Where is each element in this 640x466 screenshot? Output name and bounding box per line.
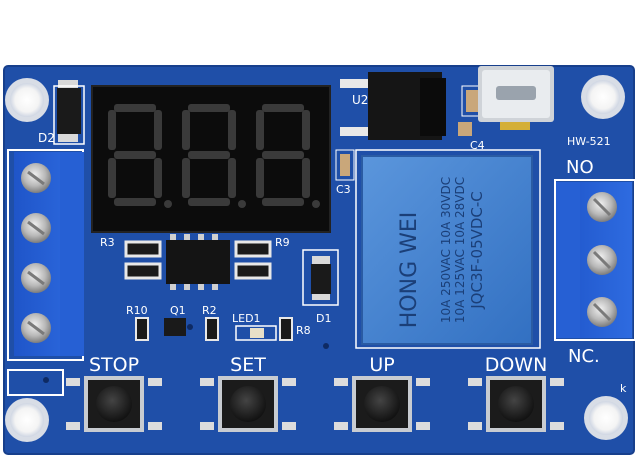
label-model: HW-521 xyxy=(567,135,611,148)
relay-rating-2: 10A 125VAC 10A 28VDC xyxy=(453,177,467,323)
smd-resistors-row xyxy=(124,240,272,280)
label-c3: C3 xyxy=(336,183,351,196)
label-r9: R9 xyxy=(275,236,290,249)
label-u2: U2 xyxy=(352,93,368,107)
diode-d1 xyxy=(311,256,331,300)
button-cap[interactable] xyxy=(498,386,534,422)
seven-segment-display xyxy=(91,85,331,233)
label-r3: R3 xyxy=(100,236,115,249)
display-digit xyxy=(108,104,172,208)
terminal-block-left xyxy=(14,152,84,356)
button-set[interactable]: SET xyxy=(200,354,296,432)
button-stop[interactable]: STOP xyxy=(66,354,162,432)
label-k: k xyxy=(620,382,627,395)
relay-brand: HONG WEI xyxy=(397,212,422,329)
button-label: DOWN xyxy=(485,354,548,376)
relay-model: JQC3F-05VDC-C xyxy=(468,191,486,310)
button-label: UP xyxy=(369,354,394,376)
relay-rating-1: 10A 250VAC 10A 30VDC xyxy=(439,177,453,323)
label-d1: D1 xyxy=(316,312,331,325)
regulator-u2 xyxy=(340,72,446,140)
button-cap[interactable] xyxy=(96,386,132,422)
diode-d2 xyxy=(53,80,85,145)
display-digit xyxy=(182,104,246,208)
label-nc: NC. xyxy=(568,346,600,367)
label-d2: D2 xyxy=(38,131,55,145)
label-c4: C4 xyxy=(470,139,485,152)
label-r10: R10 xyxy=(126,304,148,317)
terminal-block-right xyxy=(556,182,632,338)
button-label: STOP xyxy=(89,354,139,376)
micro-usb-port xyxy=(478,66,554,130)
button-cap[interactable] xyxy=(230,386,266,422)
button-down[interactable]: DOWN xyxy=(468,354,564,432)
capacitor-c3 xyxy=(335,149,355,181)
label-no: NO xyxy=(566,157,594,178)
relay xyxy=(355,149,541,349)
label-led1: LED1 xyxy=(232,312,261,325)
display-digit xyxy=(256,104,320,208)
button-up[interactable]: UP xyxy=(334,354,430,432)
label-r8: R8 xyxy=(296,324,311,337)
label-q1: Q1 xyxy=(170,304,186,317)
small-smd-parts xyxy=(135,317,293,341)
button-cap[interactable] xyxy=(364,386,400,422)
label-r2: R2 xyxy=(202,304,217,317)
capacitor-c4 xyxy=(458,85,485,136)
button-label: SET xyxy=(230,354,266,376)
mounting-holes xyxy=(5,75,628,442)
microcontroller-ic xyxy=(166,234,230,290)
